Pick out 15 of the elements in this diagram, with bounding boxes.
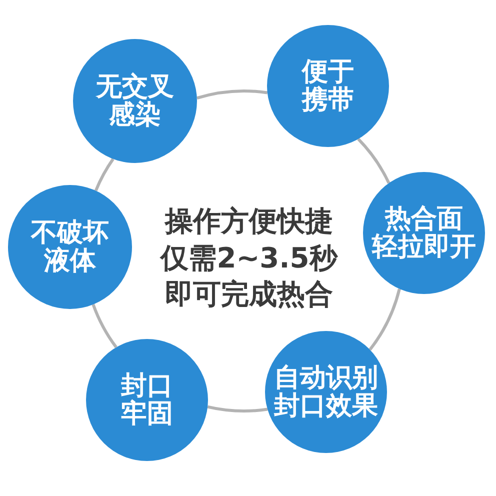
ring-arc [92, 304, 118, 348]
center-text: 操作方便快捷 [165, 206, 333, 238]
circle-label: 热合面轻拉即开 [372, 204, 476, 262]
ring-arc [94, 158, 114, 192]
circle-label: 无交叉感染 [96, 72, 174, 130]
ring-arc [368, 288, 401, 351]
circle-label: 自动识别封口效果 [274, 364, 378, 420]
center-text: 即可完成热合 [165, 280, 333, 310]
circle-label: 不破坏液体 [31, 218, 109, 276]
ring-arc [207, 405, 268, 412]
ring-arc [357, 138, 390, 184]
ring-arc [196, 90, 268, 100]
circle-label: 便于携带 [302, 58, 354, 114]
circle-label: 封口牢固 [121, 372, 173, 428]
center-text: 仅需2~3.5秒 [160, 244, 338, 274]
